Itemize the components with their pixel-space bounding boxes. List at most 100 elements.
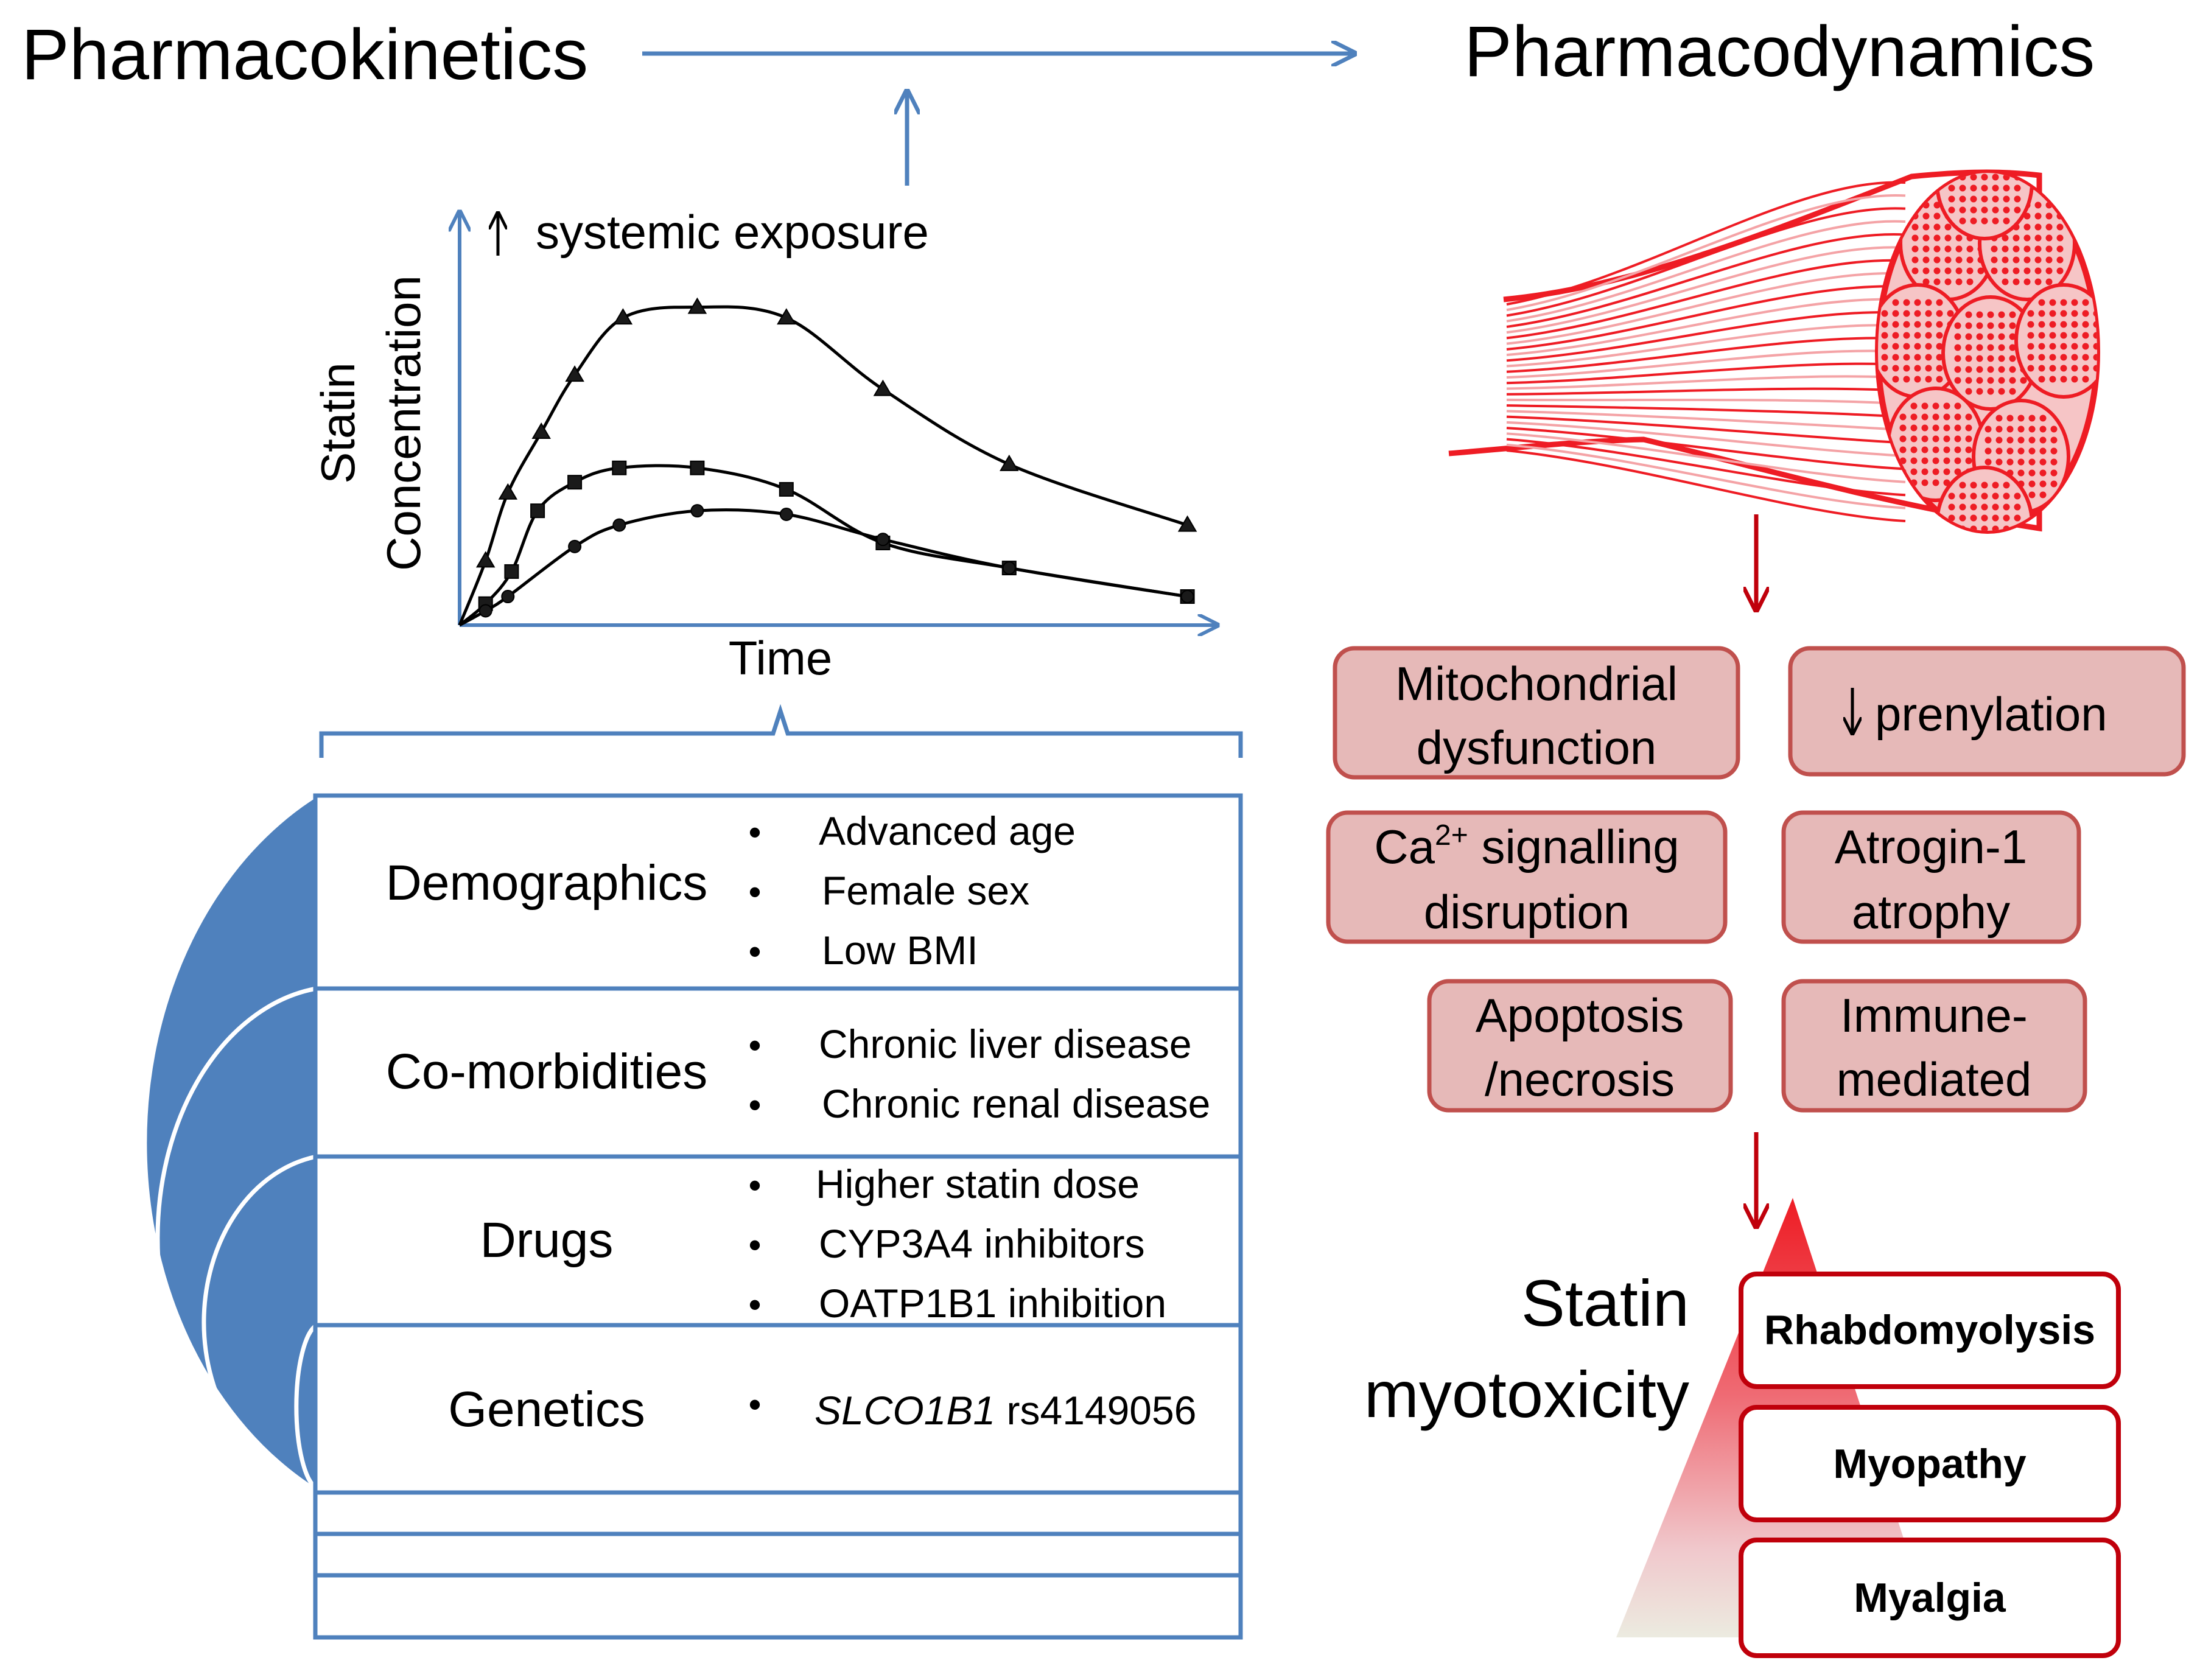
fibre-dot xyxy=(1954,377,1961,384)
fibre-dot xyxy=(2050,425,2058,433)
muscle-icon xyxy=(1448,141,2100,565)
fibre-dot xyxy=(1965,333,1972,340)
bullet: • xyxy=(748,931,761,972)
risk-panel-fan xyxy=(147,797,317,1488)
data-point-triangle xyxy=(1177,515,1197,532)
fibre-dot xyxy=(1936,354,1943,361)
fibre-dot xyxy=(1921,446,1929,453)
fibre-dot xyxy=(1944,256,1952,264)
fibre-dot xyxy=(1992,492,1999,500)
fibre-dot xyxy=(1995,436,2003,444)
fibre-dot xyxy=(1976,377,1983,384)
muscle-fibre xyxy=(1506,298,1906,357)
bullet: • xyxy=(748,1165,761,1206)
fibre-dot xyxy=(2039,480,2047,488)
fibre-dot xyxy=(2009,388,2016,395)
fibre-dot xyxy=(2014,514,2021,522)
fibre-dot xyxy=(1881,321,1888,328)
fibre-dot xyxy=(2003,548,2010,555)
fibre-dot xyxy=(1992,514,1999,522)
fibre-dot xyxy=(2071,365,2078,372)
risk-item: Female sex xyxy=(822,868,1029,913)
series-line-3 xyxy=(458,508,1188,627)
risk-item: Chronic renal disease xyxy=(822,1081,1210,1126)
fibre-dot xyxy=(2006,458,2014,466)
fibre-dot xyxy=(1922,245,1930,253)
fibre-dot xyxy=(2049,365,2056,372)
fibre-dot xyxy=(1911,223,1919,231)
fibre-dot xyxy=(1971,163,1977,170)
fibre-dot xyxy=(1959,184,1966,192)
fibre-dot xyxy=(2071,299,2078,306)
fibre-dot xyxy=(1966,245,1974,253)
fibre-dot xyxy=(2023,267,2031,275)
fibre-dot xyxy=(2034,245,2042,253)
fibre-dot xyxy=(1981,559,1988,565)
fibre-dot xyxy=(1966,267,1974,275)
fibre-dot xyxy=(1985,436,1992,444)
fibre-dot xyxy=(1959,217,1966,225)
fibre-dot xyxy=(1965,344,1972,351)
bullet: • xyxy=(748,1284,761,1325)
muscle-fibres xyxy=(1506,181,1906,522)
fibre-dot xyxy=(1992,206,1999,214)
fibre-dot xyxy=(2023,245,2031,253)
fibre-dot xyxy=(1976,344,1983,351)
fibre-dot xyxy=(1943,446,1950,453)
fibre-dot xyxy=(1954,322,1961,329)
plot-area xyxy=(458,297,1197,627)
fibre-dot xyxy=(2050,480,2058,488)
fibre-dot xyxy=(1933,234,1941,242)
fibre-dot xyxy=(2038,310,2045,317)
fibre-dot xyxy=(2082,299,2089,306)
muscle-fibre xyxy=(1506,285,1906,351)
fibre-dot xyxy=(2045,256,2053,264)
risk-item: OATP1B1 inhibition xyxy=(819,1281,1166,1326)
fibre-dot xyxy=(1932,424,1939,432)
fibre-dot xyxy=(1959,481,1966,489)
fibre-dot xyxy=(1965,457,1972,464)
fibre-dot xyxy=(1932,479,1939,486)
fibre-dot xyxy=(2034,256,2042,264)
fibre-dot xyxy=(1971,537,1977,544)
data-point-triangle xyxy=(565,365,584,382)
muscle-fibre xyxy=(1506,443,1906,509)
fibre-dot xyxy=(1925,299,1932,306)
data-point-circle xyxy=(568,539,582,553)
bullet: • xyxy=(748,1384,761,1425)
fibre-dot xyxy=(1992,503,1999,511)
fibre-dot xyxy=(2034,234,2042,242)
fibre-dot xyxy=(1970,492,1977,500)
box-atrogin-line1: Atrogin-1 xyxy=(1835,820,2028,873)
fibre-dot xyxy=(2003,514,2010,522)
fibre-dot xyxy=(1959,514,1966,522)
fibre-dot xyxy=(1960,163,1966,170)
fibre-dot xyxy=(1970,481,1977,489)
series-line-1 xyxy=(458,305,1188,626)
fibre-dot xyxy=(1977,267,1985,275)
muscle-outline xyxy=(1448,169,2042,532)
fibre-dot xyxy=(2002,278,2009,285)
fibre-dot xyxy=(2039,458,2047,466)
fibre-dot xyxy=(2009,344,2016,351)
statin-myotoxicity-line1: Statin xyxy=(1521,1266,1689,1340)
fibre-dot xyxy=(1949,163,1955,170)
fibre-dot xyxy=(2038,343,2045,350)
fibre-dot xyxy=(1921,468,1929,475)
muscle-fibre xyxy=(1506,207,1906,317)
box-atrogin xyxy=(1781,810,2081,944)
fibre-dot xyxy=(1981,141,1988,148)
box-atrogin-line2: atrophy xyxy=(1852,885,2010,939)
fibre-dot xyxy=(1903,310,1910,317)
box-immune-line1: Immune- xyxy=(1840,989,2028,1042)
gene-name: SLCO1B1 xyxy=(814,1388,995,1433)
bullet: • xyxy=(748,1025,761,1066)
fibre-dot xyxy=(2038,332,2045,339)
fibre-dot xyxy=(1987,322,1994,329)
fibre-dot xyxy=(2082,365,2089,372)
variant-id: rs4149056 xyxy=(995,1388,1196,1433)
fibre-dot xyxy=(1943,457,1950,464)
fibre-dot xyxy=(1955,234,1963,242)
fibre-dot xyxy=(1965,377,1972,384)
level-myopathy-label: Myopathy xyxy=(1833,1441,2027,1487)
